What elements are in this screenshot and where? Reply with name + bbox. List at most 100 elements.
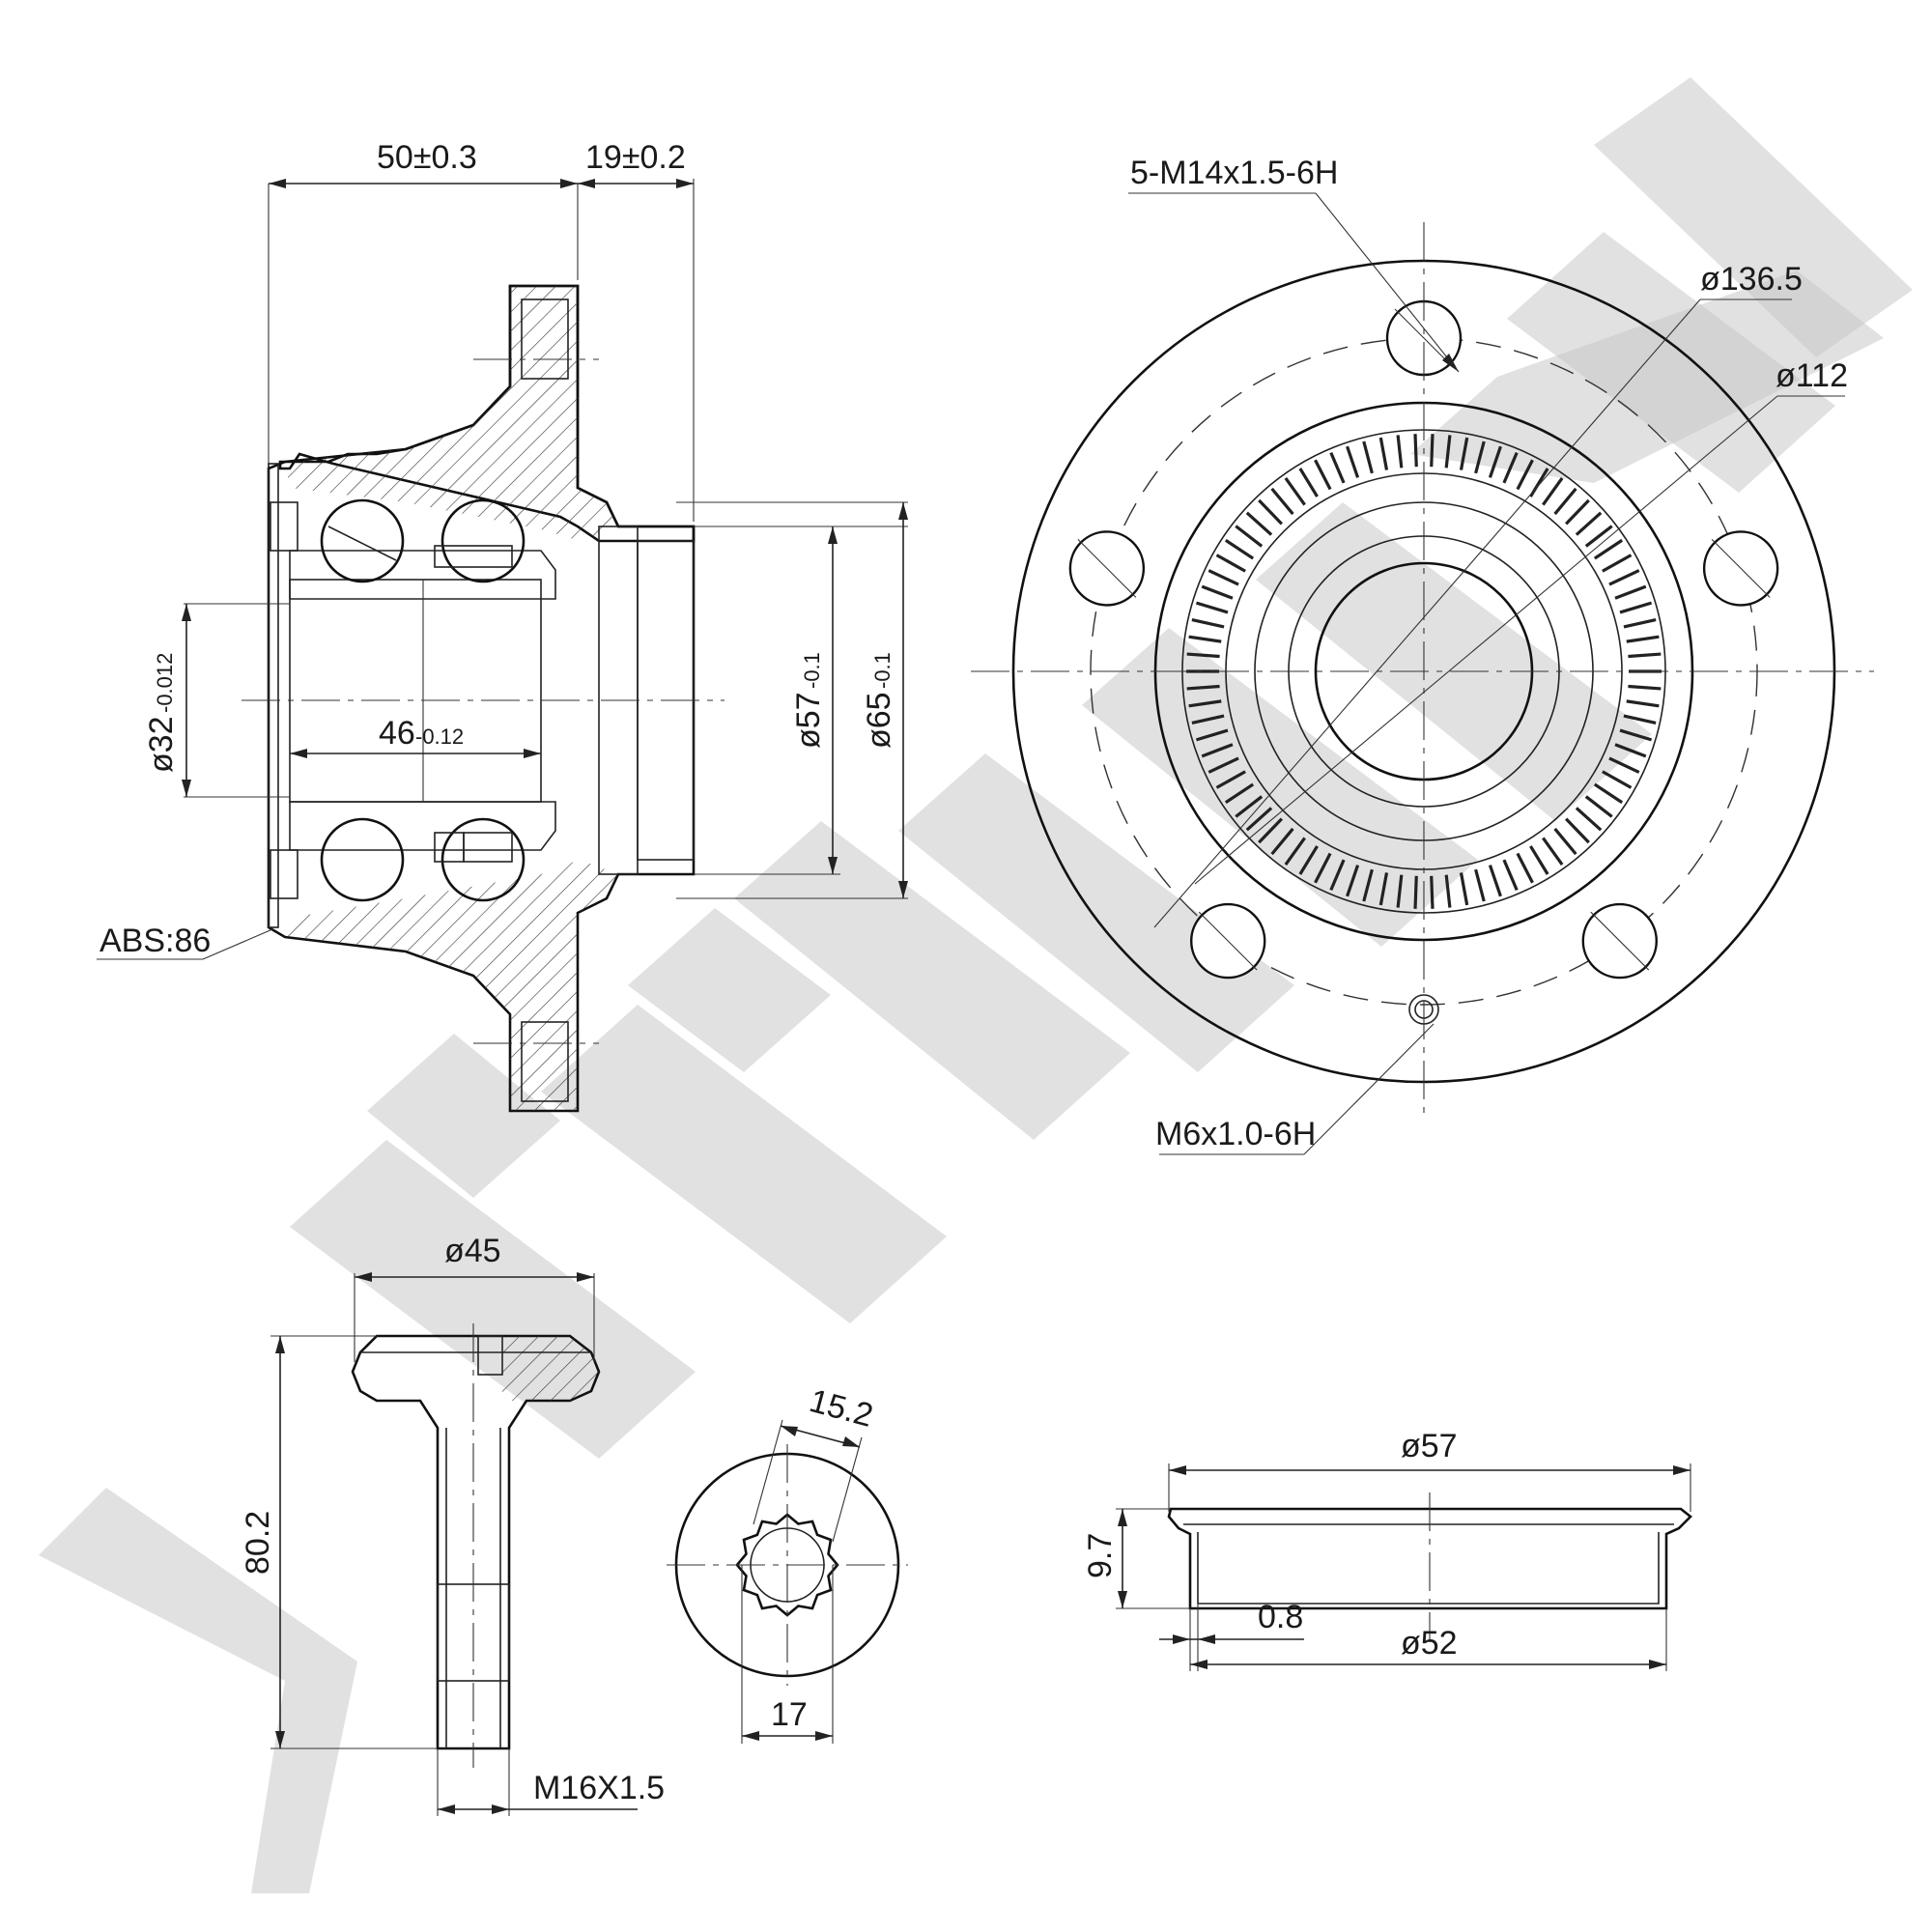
abs-tooth bbox=[1215, 554, 1246, 573]
abs-tooth bbox=[1396, 435, 1404, 469]
abs-tooth bbox=[1619, 601, 1653, 614]
abs-tooth bbox=[1474, 868, 1486, 902]
abs-tooth bbox=[1474, 440, 1486, 474]
abs-tooth bbox=[1195, 728, 1229, 742]
abs-tooth bbox=[1208, 756, 1239, 774]
abs-tooth bbox=[1270, 827, 1294, 856]
dim-width: 50±0.3 bbox=[377, 139, 477, 176]
abs-tooth bbox=[1502, 451, 1519, 484]
abs-tooth bbox=[1593, 538, 1624, 560]
abs-tooth bbox=[1488, 865, 1502, 897]
stud-hole-mark bbox=[1077, 539, 1137, 598]
abs-tooth bbox=[1235, 795, 1264, 818]
stud-hole-mark bbox=[1198, 911, 1258, 971]
abs-tooth bbox=[1396, 874, 1404, 908]
abs-tooth bbox=[1362, 868, 1374, 902]
abs-tooth bbox=[1516, 852, 1534, 884]
abs-tooth bbox=[1626, 699, 1660, 708]
abs-tooth bbox=[1430, 875, 1435, 909]
abs-tooth bbox=[1188, 699, 1222, 708]
abs-tooth bbox=[1191, 714, 1225, 725]
abs-tooth bbox=[1553, 487, 1577, 516]
abs-tooth bbox=[1602, 770, 1633, 789]
stud-hole-mark bbox=[1394, 308, 1454, 368]
abs-tooth bbox=[1201, 743, 1234, 758]
abs-tooth bbox=[1270, 487, 1294, 516]
abs-tooth bbox=[1329, 451, 1346, 484]
abs-tooth bbox=[1516, 459, 1534, 491]
small-thread-label: M6x1.0-6H bbox=[1155, 1116, 1316, 1152]
abs-tooth bbox=[1413, 434, 1418, 468]
cap-thickness: 0.8 bbox=[1258, 1599, 1303, 1635]
abs-tooth bbox=[1488, 445, 1502, 478]
abs-tooth bbox=[1224, 782, 1255, 805]
abs-tooth bbox=[1235, 525, 1264, 548]
abs-tooth bbox=[1542, 476, 1564, 506]
abs-tooth bbox=[1298, 468, 1319, 497]
abs-tooth bbox=[1362, 440, 1374, 474]
abs-tooth bbox=[1329, 859, 1346, 892]
abs-tooth bbox=[1529, 845, 1549, 875]
abs-tooth bbox=[1542, 837, 1564, 867]
abs-tooth bbox=[1215, 770, 1246, 789]
abs-tooth bbox=[1614, 584, 1647, 600]
bolt-side-view: ø45 80.2 M16X1.5 bbox=[240, 1233, 665, 1816]
stud-hole-mark bbox=[1711, 539, 1771, 598]
abs-tooth bbox=[1564, 817, 1590, 844]
abs-tooth bbox=[1188, 635, 1222, 643]
abs-tooth bbox=[1602, 554, 1633, 573]
abs-label: ABS:86 bbox=[99, 923, 211, 959]
dim-d65-tol: -0.1 bbox=[870, 652, 895, 689]
dim-bore-tol: -0.012 bbox=[153, 653, 177, 713]
abs-tooth bbox=[1619, 728, 1653, 742]
abs-tooth bbox=[1614, 743, 1647, 758]
abs-tooth bbox=[1224, 538, 1255, 560]
abs-tooth bbox=[1314, 852, 1332, 884]
abs-tooth bbox=[1459, 872, 1469, 906]
abs-tooth bbox=[1430, 434, 1435, 468]
dim-inner-tol: -0.12 bbox=[415, 724, 464, 749]
dim-d65: ø65 bbox=[861, 692, 897, 749]
abs-tooth bbox=[1444, 874, 1452, 908]
abs-tooth bbox=[1378, 872, 1389, 906]
abs-tooth bbox=[1258, 817, 1284, 844]
abs-tooth bbox=[1623, 617, 1657, 629]
abs-tooth bbox=[1258, 498, 1284, 526]
dim-flange: 19±0.2 bbox=[585, 139, 686, 176]
bolt-length: 80.2 bbox=[240, 1511, 276, 1575]
stud-holes bbox=[1068, 299, 1779, 980]
watermark: ZENITEK bbox=[39, 77, 1913, 1893]
abs-tooth bbox=[1593, 782, 1624, 805]
hub-section-view: 50±0.3 19±0.2 bbox=[97, 139, 908, 1113]
abs-tooth bbox=[1553, 827, 1577, 856]
abs-tooth bbox=[1284, 476, 1306, 506]
abs-tooth bbox=[1584, 525, 1613, 548]
abs-tooth bbox=[1284, 837, 1306, 867]
abs-tooth bbox=[1314, 459, 1332, 491]
abs-tooth bbox=[1623, 714, 1657, 725]
abs-tooth bbox=[1378, 437, 1389, 470]
abs-tooth bbox=[1191, 617, 1225, 629]
abs-tooth bbox=[1628, 684, 1662, 691]
pcd-inner: ø112 bbox=[1776, 357, 1848, 394]
abs-tooth bbox=[1298, 845, 1319, 875]
abs-tooth bbox=[1584, 795, 1613, 818]
abs-tooth bbox=[1575, 807, 1603, 832]
bolt-thread: M16X1.5 bbox=[533, 1770, 665, 1806]
abs-tooth bbox=[1564, 498, 1590, 526]
spline-width: 17 bbox=[771, 1696, 808, 1733]
abs-tooth bbox=[1608, 756, 1640, 774]
abs-tooth bbox=[1186, 684, 1220, 691]
abs-tooth bbox=[1459, 437, 1469, 470]
abs-tooth bbox=[1245, 807, 1273, 832]
thread-label: 5-M14x1.5-6H bbox=[1130, 155, 1338, 191]
abs-tooth bbox=[1413, 875, 1418, 909]
cap-view: ø57 9.7 0.8 ø52 bbox=[1082, 1428, 1692, 1671]
abs-tooth bbox=[1626, 635, 1660, 643]
abs-tooth bbox=[1628, 652, 1662, 659]
abs-tooth bbox=[1575, 511, 1603, 536]
abs-tooth bbox=[1195, 601, 1229, 614]
abs-tooth bbox=[1208, 569, 1239, 586]
pcd-outer: ø136.5 bbox=[1700, 261, 1803, 298]
